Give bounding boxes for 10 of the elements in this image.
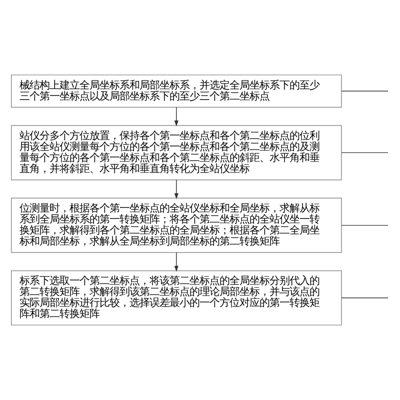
- arrow: [174, 106, 178, 126]
- arrow: [174, 252, 178, 272]
- node-box: 标系下选取一个第二坐标点，将该第二坐标点的全局坐标分别代入的第二转换矩阵，求解得到该第二坐标点的理论局部坐标，并与该点的实际局部坐标进行比较，选择误差最小的一个方位对应的第一转换矩阵和第二转换矩阵: [10, 270, 342, 326]
- connector: [341, 152, 388, 154]
- node-box: 械结构上建立全局坐标系和局部坐标系，并选定全局坐标系下的至少三个第一坐标点以及局部坐标系下的至少三个第二坐标点: [10, 74, 342, 108]
- arrow: [174, 180, 178, 200]
- node-box: 位测量时，根据各个第一坐标点的全站仪坐标和全局坐标，求解从标系到全局坐标系的第一转换矩阵；将各个第二坐标点的全站仪坐一转换矩阵，求解得到各个第二坐标点的全局坐标；根据各个第二全局坐标和局部坐标，求解从全局坐标到局部坐标的第二转换矩阵: [10, 198, 342, 253]
- connector: [341, 90, 388, 92]
- node-box: 站仪分多个方位放置，保持各个第一坐标点和各个第二坐标点的位利用该全站仪测量每个方位的各个第一坐标点和各个第二坐标点的及测量每个方位的各个第一坐标点和各个第二坐标点的斜距、水平角和垂直角，并将斜距、水平角和垂直角转化为全站仪坐标: [10, 125, 342, 180]
- connector: [341, 224, 388, 226]
